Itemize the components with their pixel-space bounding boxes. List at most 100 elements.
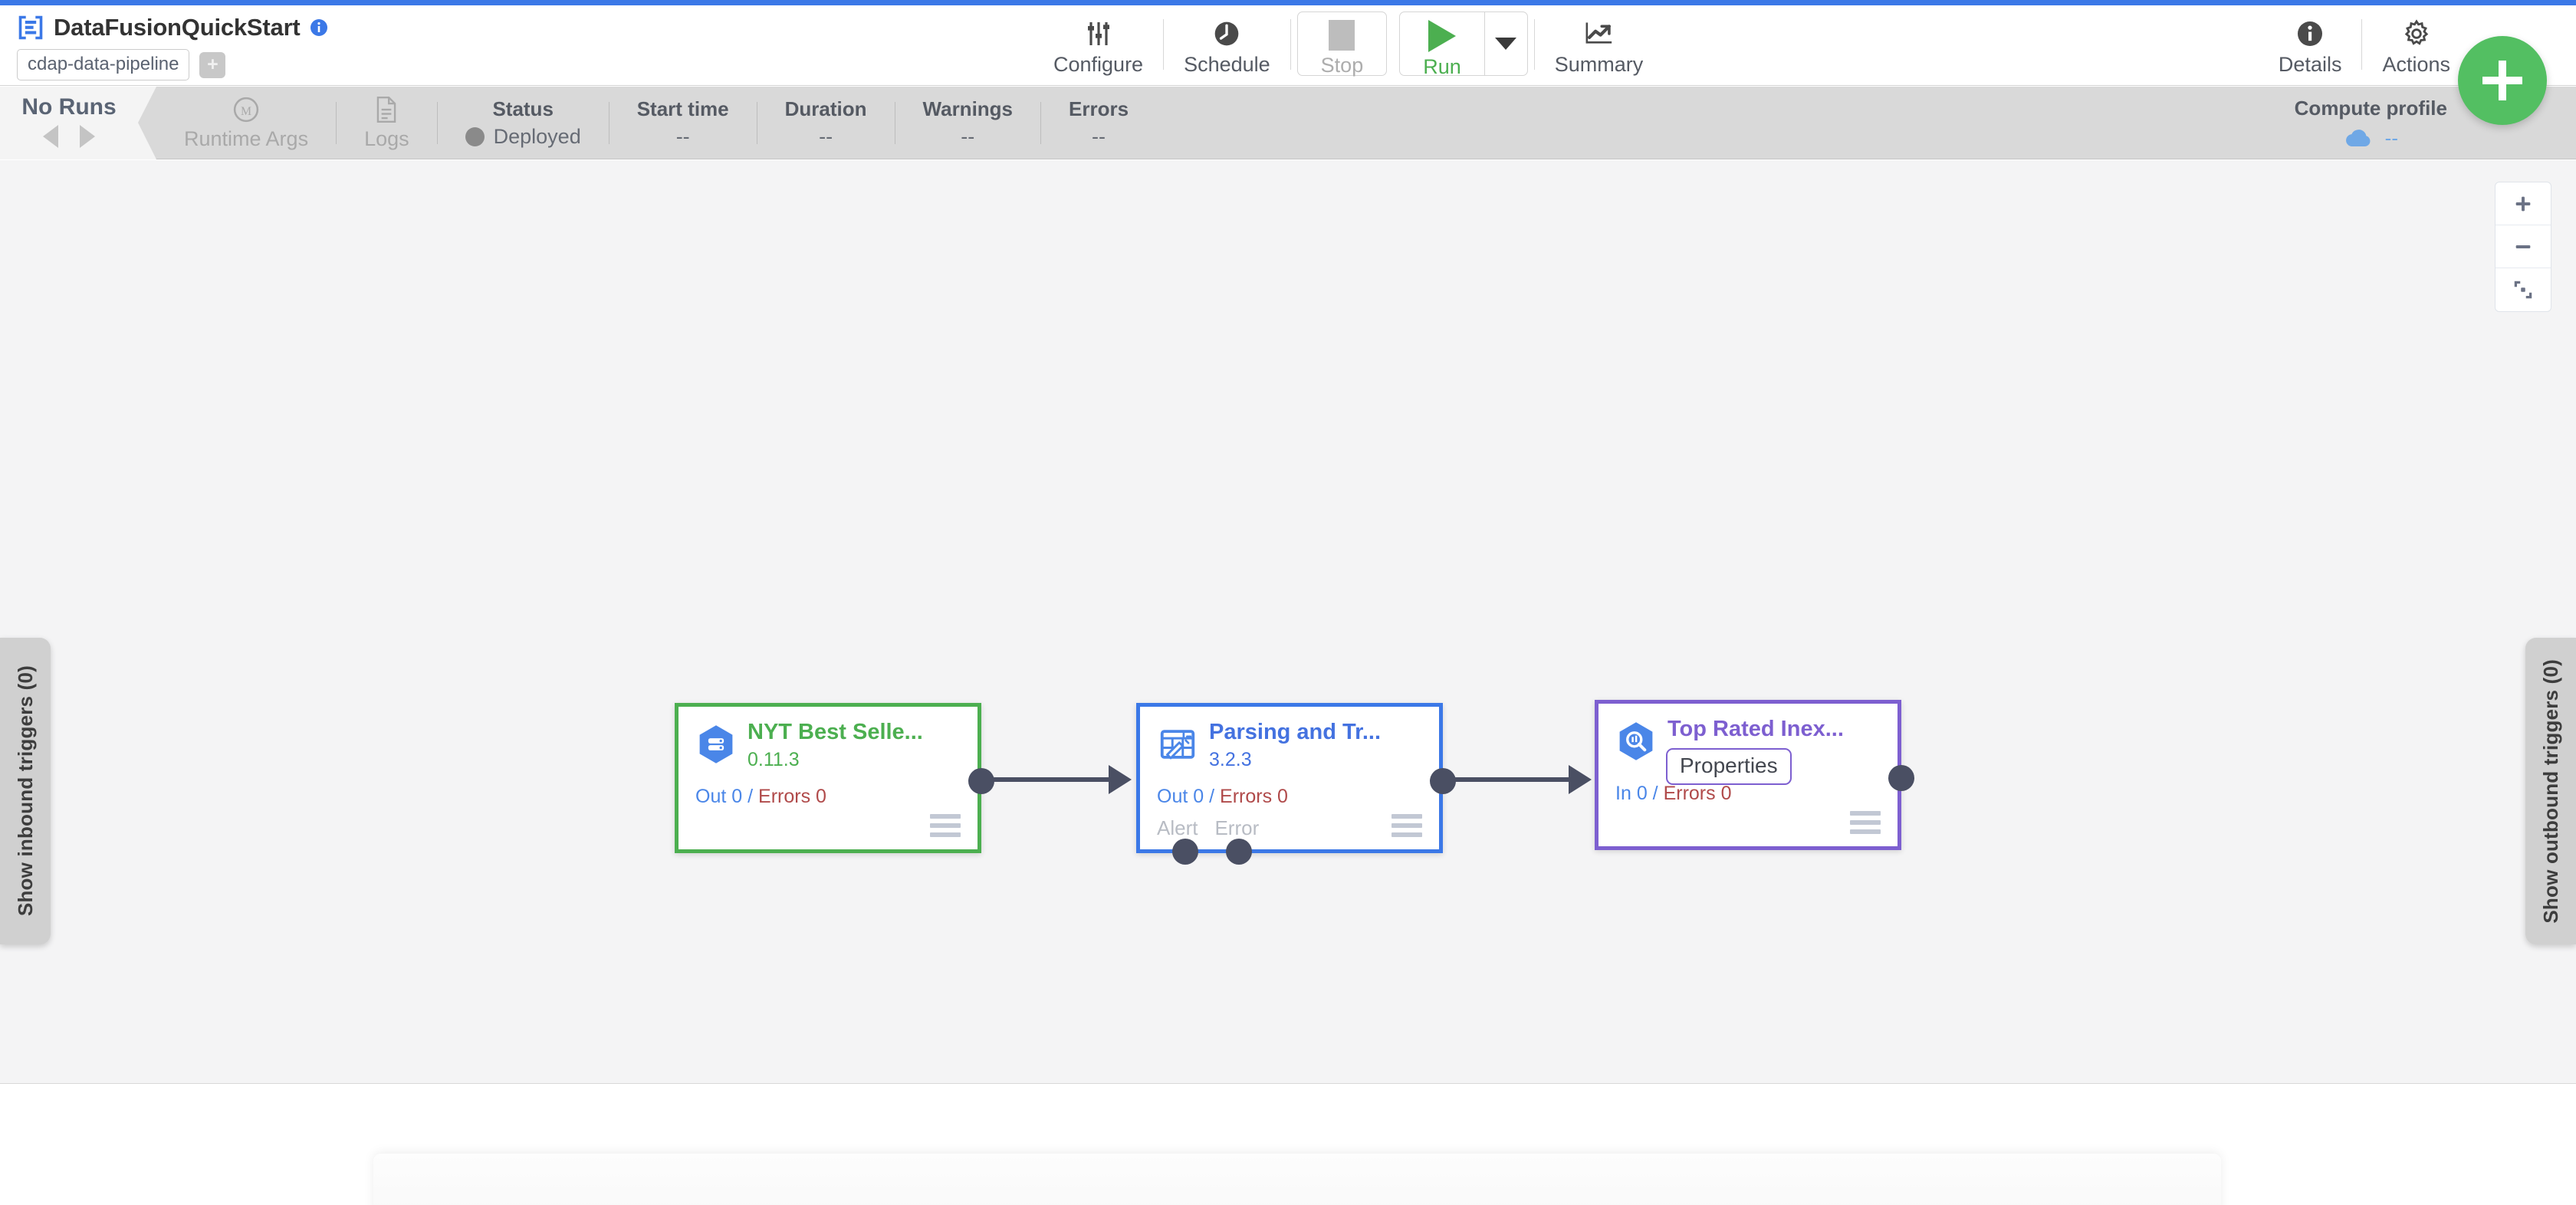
play-triangle-icon <box>1428 20 1456 52</box>
logs-button[interactable]: Logs <box>337 87 437 159</box>
pipeline-header: DataFusionQuickStart cdap-data-pipeline … <box>0 5 2576 86</box>
pipeline-action-toolbar: Configure Schedule Stop <box>1033 8 1663 84</box>
runbar-divider-6 <box>1040 102 1042 144</box>
add-node-fab[interactable] <box>2458 36 2547 125</box>
node-version: 3.2.3 <box>1209 749 1252 771</box>
artifact-type-chip[interactable]: cdap-data-pipeline <box>17 49 190 80</box>
node-output-port[interactable] <box>1430 768 1456 794</box>
node-out-value: 0 <box>731 786 743 807</box>
run-dropdown-button[interactable] <box>1484 12 1527 75</box>
outbound-triggers-tab[interactable]: Show outbound triggers (0) <box>2525 638 2576 944</box>
start-time-key: Start time <box>636 97 729 120</box>
toolbar-divider <box>1163 19 1165 70</box>
toolbar-divider-3 <box>1533 19 1535 70</box>
duration-value: -- <box>819 125 833 148</box>
stop-square-icon <box>1329 20 1355 51</box>
zoom-out-button[interactable] <box>2496 225 2551 268</box>
node-output-port[interactable] <box>968 768 994 794</box>
configure-button[interactable]: Configure <box>1033 8 1163 84</box>
pipeline-node-sink[interactable]: Top Rated Inex... Properties In 0 / Erro… <box>1595 700 1914 850</box>
bigquery-sink-icon <box>1619 722 1653 760</box>
connector-transform-to-sink[interactable] <box>1447 777 1570 782</box>
toolbar-divider-2 <box>1290 19 1291 70</box>
node-in-value: 0 <box>1636 783 1648 804</box>
stop-button[interactable]: Stop <box>1296 11 1388 77</box>
stop-label: Stop <box>1320 54 1364 77</box>
start-time-value: -- <box>675 125 690 148</box>
compute-profile-key: Compute profile <box>2294 96 2447 120</box>
sliders-icon <box>1083 18 1114 50</box>
node-title: Parsing and Tr... <box>1209 720 1382 744</box>
pipeline-node-source[interactable]: NYT Best Selle... 0.11.3 Out 0 / Errors … <box>675 703 994 853</box>
cloud-icon <box>2345 130 2371 146</box>
line-chart-icon <box>1583 18 1615 50</box>
wrangler-transform-icon <box>1160 730 1195 760</box>
run-button-group: Run <box>1399 11 1528 78</box>
connector-source-to-transform[interactable] <box>987 777 1110 782</box>
node-errors-value: 0 <box>1720 783 1732 804</box>
runtime-args-label: Runtime Args <box>184 127 309 150</box>
warnings-value: -- <box>961 125 975 148</box>
node-error-port[interactable] <box>1226 839 1252 865</box>
pipeline-canvas[interactable]: Show inbound triggers (0) Show outbound … <box>0 160 2576 1084</box>
alert-port-label: Alert <box>1157 816 1198 839</box>
runbar-divider-3 <box>608 102 610 144</box>
details-label: Details <box>2278 53 2342 76</box>
node-metrics: In 0 / Errors 0 <box>1615 783 1732 805</box>
add-tag-button[interactable]: + <box>199 51 226 78</box>
node-metrics: Out 0 / Errors 0 <box>695 786 826 808</box>
pipeline-identity: DataFusionQuickStart cdap-data-pipeline … <box>17 11 328 80</box>
node-properties-tooltip[interactable]: Properties <box>1666 748 1792 785</box>
document-icon <box>373 95 399 124</box>
node-menu-button[interactable] <box>930 814 961 837</box>
top-accent-bar <box>0 0 2576 5</box>
warnings-key: Warnings <box>922 97 1014 120</box>
clock-icon <box>1211 18 1242 50</box>
cdap-logo-icon <box>18 15 43 40</box>
info-icon[interactable] <box>310 18 328 37</box>
errors-key: Errors <box>1069 97 1129 120</box>
right-toolbar-divider <box>2361 19 2363 70</box>
runbar-divider-1 <box>336 102 337 144</box>
schedule-label: Schedule <box>1184 53 1270 76</box>
inbound-triggers-tab[interactable]: Show inbound triggers (0) <box>0 638 51 944</box>
page-title: DataFusionQuickStart <box>54 14 301 41</box>
triangle-left-icon[interactable] <box>43 125 58 148</box>
run-button[interactable]: Run <box>1400 12 1484 78</box>
caret-down-icon <box>1495 38 1517 50</box>
node-out-value: 0 <box>1193 786 1204 807</box>
configure-label: Configure <box>1053 53 1144 76</box>
node-menu-button[interactable] <box>1392 814 1422 837</box>
zoom-in-button[interactable] <box>2496 182 2551 225</box>
actions-button[interactable]: Actions <box>2362 8 2470 84</box>
summary-button[interactable]: Summary <box>1535 8 1664 84</box>
node-title: Top Rated Inex... <box>1668 717 1844 741</box>
compute-profile-widget[interactable]: Compute profile -- <box>2295 87 2447 159</box>
run-history-tab[interactable]: No Runs <box>0 87 138 159</box>
summary-label: Summary <box>1554 53 1644 76</box>
node-alert-port[interactable] <box>1172 839 1198 865</box>
warnings-metric: Warnings -- <box>895 87 1040 159</box>
start-time-metric: Start time -- <box>610 87 757 159</box>
node-menu-button[interactable] <box>1850 811 1881 834</box>
runbar-divider-2 <box>436 102 438 144</box>
schedule-button[interactable]: Schedule <box>1164 8 1290 84</box>
node-output-port[interactable] <box>1888 765 1914 791</box>
details-button[interactable]: Details <box>2259 8 2362 84</box>
bigquery-source-icon <box>699 725 733 763</box>
node-out-label: Out <box>695 786 727 807</box>
pipeline-node-transform[interactable]: Parsing and Tr... 3.2.3 Out 0 / Errors 0… <box>1136 703 1456 865</box>
runtime-args-button[interactable]: M Runtime Args <box>156 87 336 159</box>
node-metric-separator: / <box>748 786 754 807</box>
node-port-labels: Alert Error <box>1157 816 1259 840</box>
node-errors-label: Errors <box>1663 783 1716 804</box>
node-metric-separator: / <box>1652 783 1658 804</box>
outbound-triggers-label: Show outbound triggers (0) <box>2538 658 2562 924</box>
fit-to-screen-button[interactable] <box>2496 268 2551 311</box>
run-history-title: No Runs <box>21 94 117 120</box>
triangle-right-icon[interactable] <box>80 125 95 148</box>
status-key: Status <box>492 97 554 120</box>
fit-screen-icon <box>2514 281 2532 299</box>
node-in-label: In <box>1615 783 1631 804</box>
actions-label: Actions <box>2382 53 2450 76</box>
